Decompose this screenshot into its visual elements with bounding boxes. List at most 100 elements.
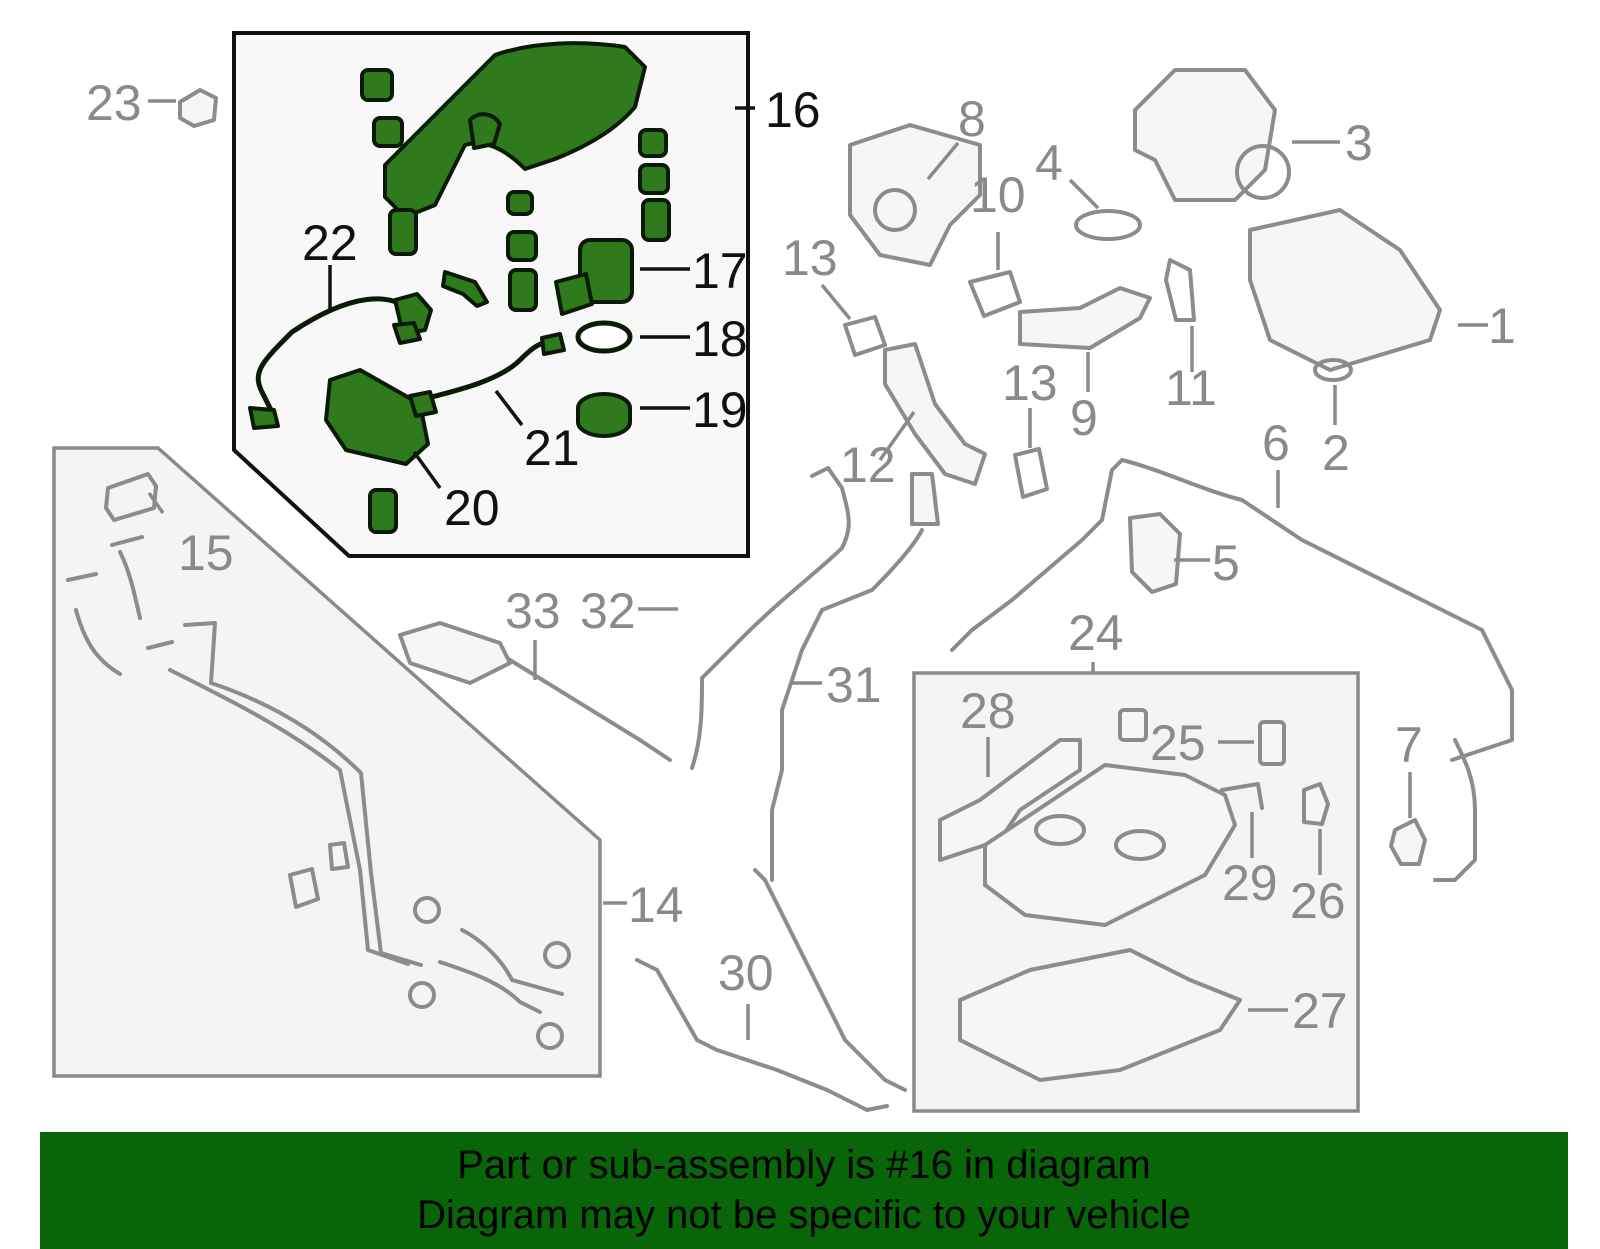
egr-components (148, 68, 1488, 499)
part-16-reservoir-port (468, 112, 502, 150)
part-17-sender-plug (554, 272, 594, 316)
part-16-bolt-a (641, 198, 671, 242)
group-14-fuel-lines (52, 446, 627, 1078)
part-31-connector (910, 472, 940, 526)
part-22-harness (255, 296, 415, 415)
callout-1: 1 (1488, 298, 1516, 354)
part-22-plug-c (248, 406, 280, 430)
part-9-pipe (1018, 286, 1152, 350)
part-13-gasket-b (1013, 447, 1049, 499)
part-7-check-valve (1389, 818, 1427, 866)
sensors-and-lines (398, 458, 1514, 1112)
banner-line-1: Part or sub-assembly is #16 in diagram (457, 1143, 1151, 1187)
callout-23: 23 (86, 75, 142, 131)
part-15-hose (110, 535, 144, 620)
part-10-gasket (968, 270, 1022, 318)
callout-32: 32 (580, 583, 636, 639)
part-27-shield (958, 948, 1242, 1082)
part-18-seal (575, 320, 633, 354)
callout-25: 25 (1150, 715, 1206, 771)
part-12-pipe (883, 342, 987, 486)
part-30-strap-b (753, 868, 907, 1092)
callout-31: 31 (826, 657, 882, 713)
part-3-egr-cooler-valve (1133, 68, 1277, 202)
part-19-ring (576, 406, 632, 438)
part-23-cap (178, 88, 218, 128)
part-14-hose-b (438, 928, 564, 1014)
part-16-grommet-e (506, 190, 534, 216)
callout-19: 19 (692, 382, 748, 438)
part-7-line (1433, 738, 1477, 882)
part-16-grommet-b (372, 116, 404, 148)
callout-17: 17 (692, 243, 748, 299)
callout-20: 20 (444, 480, 500, 536)
callout-5: 5 (1212, 535, 1240, 591)
callout-8: 8 (958, 91, 986, 147)
part-14-line-a (146, 640, 410, 966)
part-25-cap-b (1258, 720, 1286, 766)
part-14-clamp-a (413, 896, 441, 924)
part-21-plug-b (408, 390, 438, 418)
part-28-bracket (938, 738, 1082, 862)
part-8-port (873, 188, 917, 232)
leader-13a (820, 283, 852, 321)
leader-12 (878, 410, 916, 462)
part-24-tank-port-b (1114, 829, 1166, 861)
callout-labels: 1 2 3 4 5 6 7 8 9 10 11 12 13 13 14 15 1… (86, 75, 1516, 1039)
info-banner: Part or sub-assembly is #16 in diagram D… (40, 1132, 1568, 1249)
part-13-gasket-a (843, 315, 887, 357)
part-14-clamp-d (536, 1022, 564, 1050)
part-14-clamp-c (408, 981, 436, 1009)
part-30-strap-a (635, 958, 889, 1112)
part-29-hose (1220, 782, 1264, 810)
part-21-plug-a (540, 332, 566, 356)
leader-8 (926, 141, 960, 181)
callout-3: 3 (1345, 115, 1373, 171)
callout-27: 27 (1292, 983, 1348, 1039)
part-16-grommet-a (360, 68, 394, 102)
part-14-line-b (183, 621, 423, 967)
part-24-tank-port-a (1034, 814, 1086, 846)
callout-11: 11 (1165, 360, 1217, 416)
part-3-port (1235, 144, 1291, 200)
callout-9: 9 (1070, 390, 1098, 446)
part-16-bolt-d (368, 488, 398, 534)
banner-line-2: Diagram may not be specific to your vehi… (417, 1193, 1191, 1237)
callout-33: 33 (505, 583, 561, 639)
part-16-bolt-b (388, 208, 418, 256)
callout-16: 16 (765, 82, 821, 138)
part-16-connector (441, 270, 489, 308)
part-16-bolt-c (508, 268, 538, 312)
part-8-egr-valve (848, 123, 982, 267)
part-16-grommet-f (506, 230, 538, 262)
leader-21 (494, 389, 524, 427)
callout-10: 10 (970, 167, 1026, 223)
part-31-sensor (770, 528, 924, 882)
part-15-sensor (104, 472, 158, 522)
callout-29: 29 (1222, 855, 1278, 911)
part-32-sensor (690, 466, 851, 770)
leader-4 (1068, 178, 1100, 210)
part-4-gasket (1074, 209, 1142, 241)
part-1-egr-cooler (1248, 208, 1442, 372)
callout-14: 14 (628, 877, 684, 933)
callout-28: 28 (960, 683, 1016, 739)
callout-22: 22 (302, 215, 358, 271)
callout-13b: 13 (1002, 355, 1058, 411)
leader-15 (147, 491, 165, 515)
part-6-line (950, 458, 1514, 762)
callout-30: 30 (718, 945, 774, 1001)
part-16-grommet-c (638, 128, 668, 158)
part-14-clip (288, 867, 320, 909)
part-17-sender (578, 238, 634, 304)
leader-20 (412, 450, 442, 490)
callout-21: 21 (524, 420, 580, 476)
part-25-cap-a (1118, 708, 1148, 742)
callout-6: 6 (1262, 415, 1290, 471)
callout-18: 18 (692, 311, 748, 367)
callout-26: 26 (1290, 873, 1346, 929)
callout-2: 2 (1322, 425, 1350, 481)
group-16-assembly (232, 31, 755, 558)
